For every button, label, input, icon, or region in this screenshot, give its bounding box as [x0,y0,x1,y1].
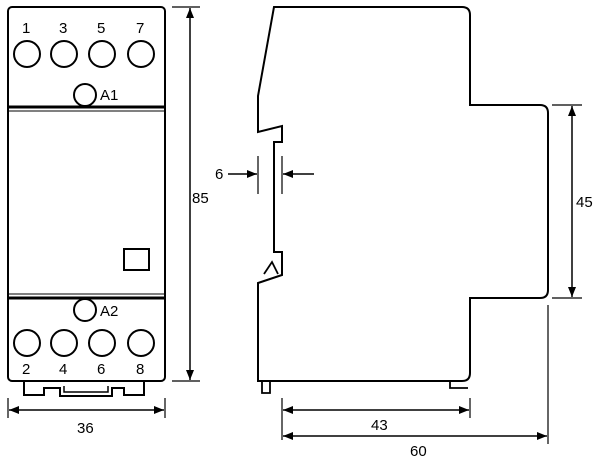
front-terminal-labels: 1 3 5 7 A1 A2 2 4 6 8 [22,20,144,378]
depth-value: 60 [410,443,427,460]
din-clip [23,381,145,397]
front-view [7,6,166,397]
dimension-depth [283,305,549,444]
terminal-a1 [73,83,97,107]
dimension-height [172,6,200,382]
dimension-rail-to-front [281,398,471,440]
side-profile [257,6,549,382]
dimension-rail-offset [228,156,314,194]
terminal-5 [88,40,116,68]
terminal-2 [13,329,41,357]
label-terminal-2: 2 [22,361,30,378]
terminal-4 [50,329,78,357]
width-value: 36 [77,420,94,437]
terminal-6 [88,329,116,357]
terminal-3 [50,40,78,68]
side-foot [261,381,271,394]
label-terminal-4: 4 [59,361,67,378]
front-housing [7,6,166,382]
label-terminal-7: 7 [136,20,144,37]
terminal-a2 [73,298,97,322]
front-height-value: 45 [576,194,593,211]
rail-offset-value: 6 [215,166,223,183]
side-back-clip [449,381,468,389]
dimension-front-height [552,104,582,299]
side-view [257,6,549,394]
rail-to-front-value: 43 [371,417,388,434]
label-coil-a1: A1 [100,87,118,104]
height-value: 85 [192,190,209,207]
label-terminal-6: 6 [97,361,105,378]
dimension-width [7,398,166,418]
label-terminal-8: 8 [136,361,144,378]
label-coil-a2: A2 [100,303,118,320]
label-terminal-5: 5 [97,20,105,37]
label-terminal-1: 1 [22,20,30,37]
status-window [123,248,150,271]
din-clip-inner [63,386,109,393]
label-terminal-3: 3 [59,20,67,37]
din-latch-triangle [263,260,279,275]
terminal-7 [127,40,155,68]
terminal-1 [13,40,41,68]
terminal-8 [127,329,155,357]
